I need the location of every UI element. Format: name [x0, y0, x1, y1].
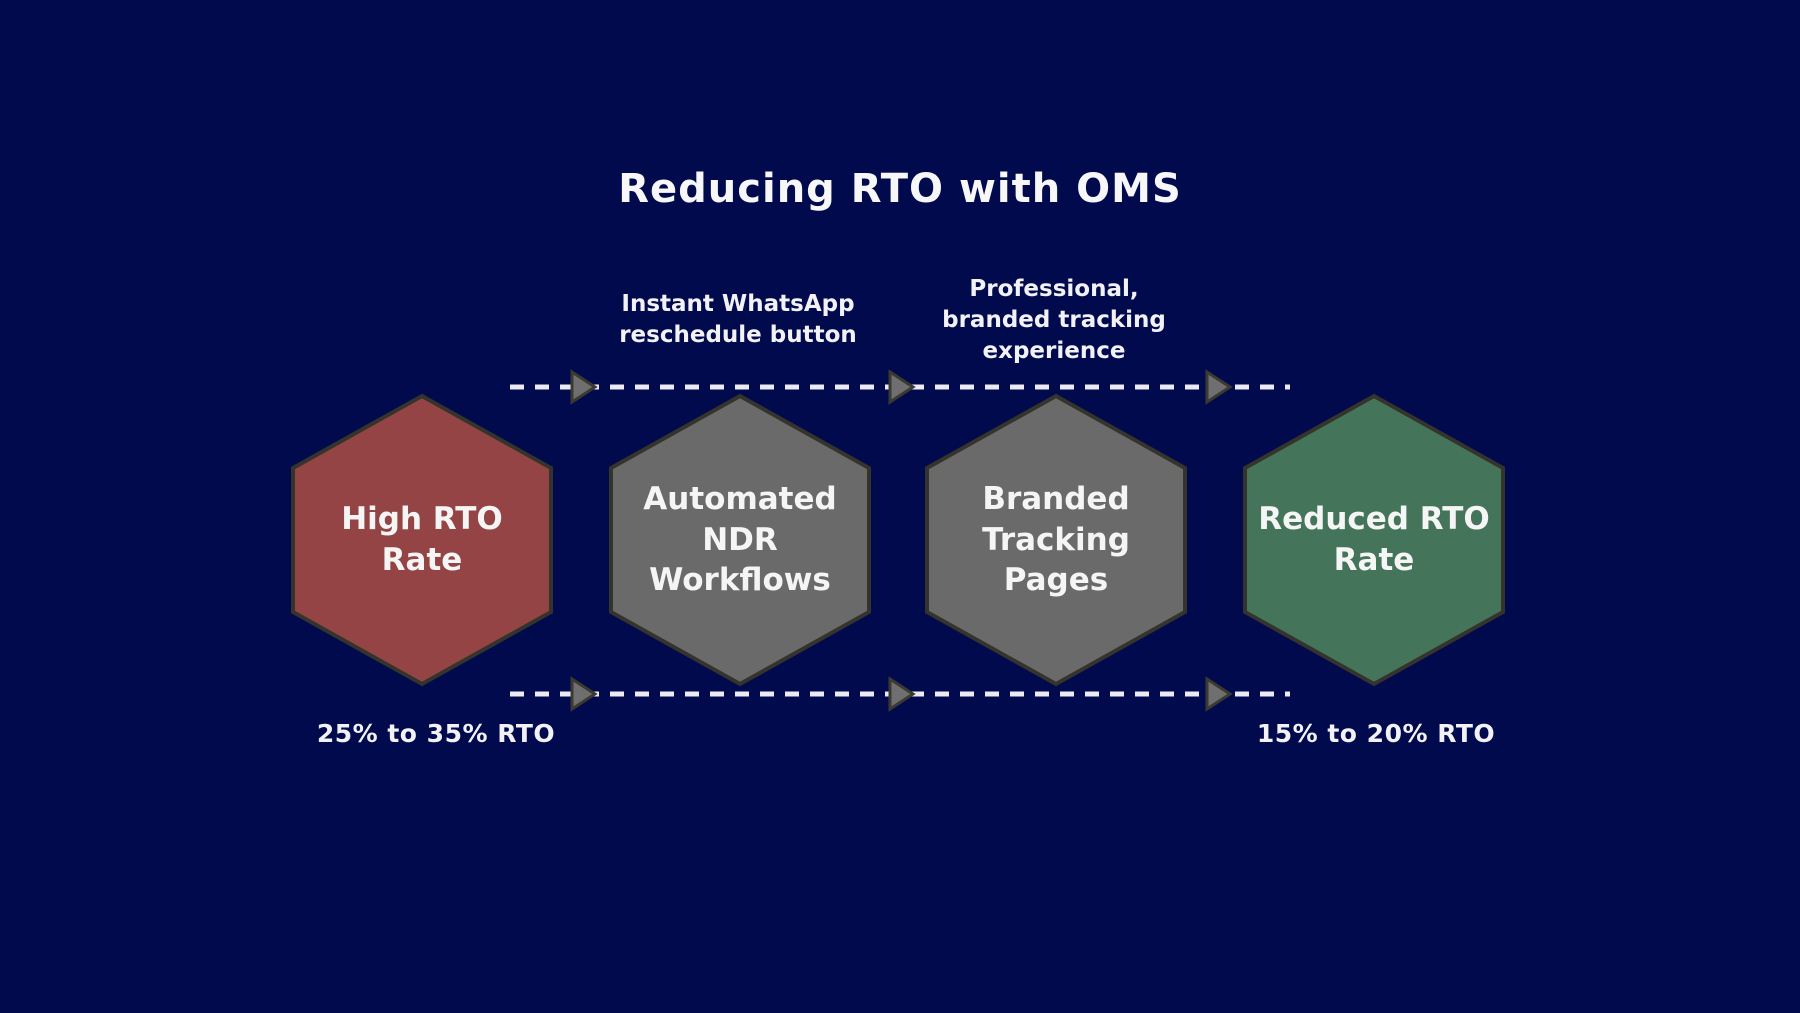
hexagon-label-branded-tracking-pages: Branded Tracking Pages — [982, 480, 1130, 599]
hexagon-high-rto-rate — [291, 393, 553, 687]
hexagon-automated-ndr-workflows — [609, 393, 871, 687]
arrowhead-icon — [570, 369, 598, 405]
arrowhead-icon — [888, 676, 916, 712]
hexagon-label-high-rto-rate: High RTO Rate — [341, 501, 503, 578]
hexagon-reduced-rto-rate — [1243, 393, 1505, 687]
diagram-title: Reducing RTO with OMS — [618, 166, 1182, 212]
arrowhead-icon — [888, 369, 916, 405]
rto-rate-before-label: 25% to 35% RTO — [316, 719, 556, 748]
hexagon-branded-tracking-pages — [925, 393, 1187, 687]
hexagon-label-automated-ndr-workflows: Automated NDR Workflows — [643, 480, 837, 599]
arrowhead-icon — [1205, 369, 1233, 405]
annotation-branded-tracking: Professional, branded tracking experienc… — [942, 276, 1166, 364]
rto-rate-after-label: 15% to 20% RTO — [1256, 719, 1496, 748]
annotation-whatsapp-reschedule: Instant WhatsApp reschedule button — [619, 291, 857, 348]
arrowhead-icon — [570, 676, 598, 712]
arrowhead-icon — [1205, 676, 1233, 712]
hexagon-label-reduced-rto-rate: Reduced RTO Rate — [1258, 501, 1490, 578]
